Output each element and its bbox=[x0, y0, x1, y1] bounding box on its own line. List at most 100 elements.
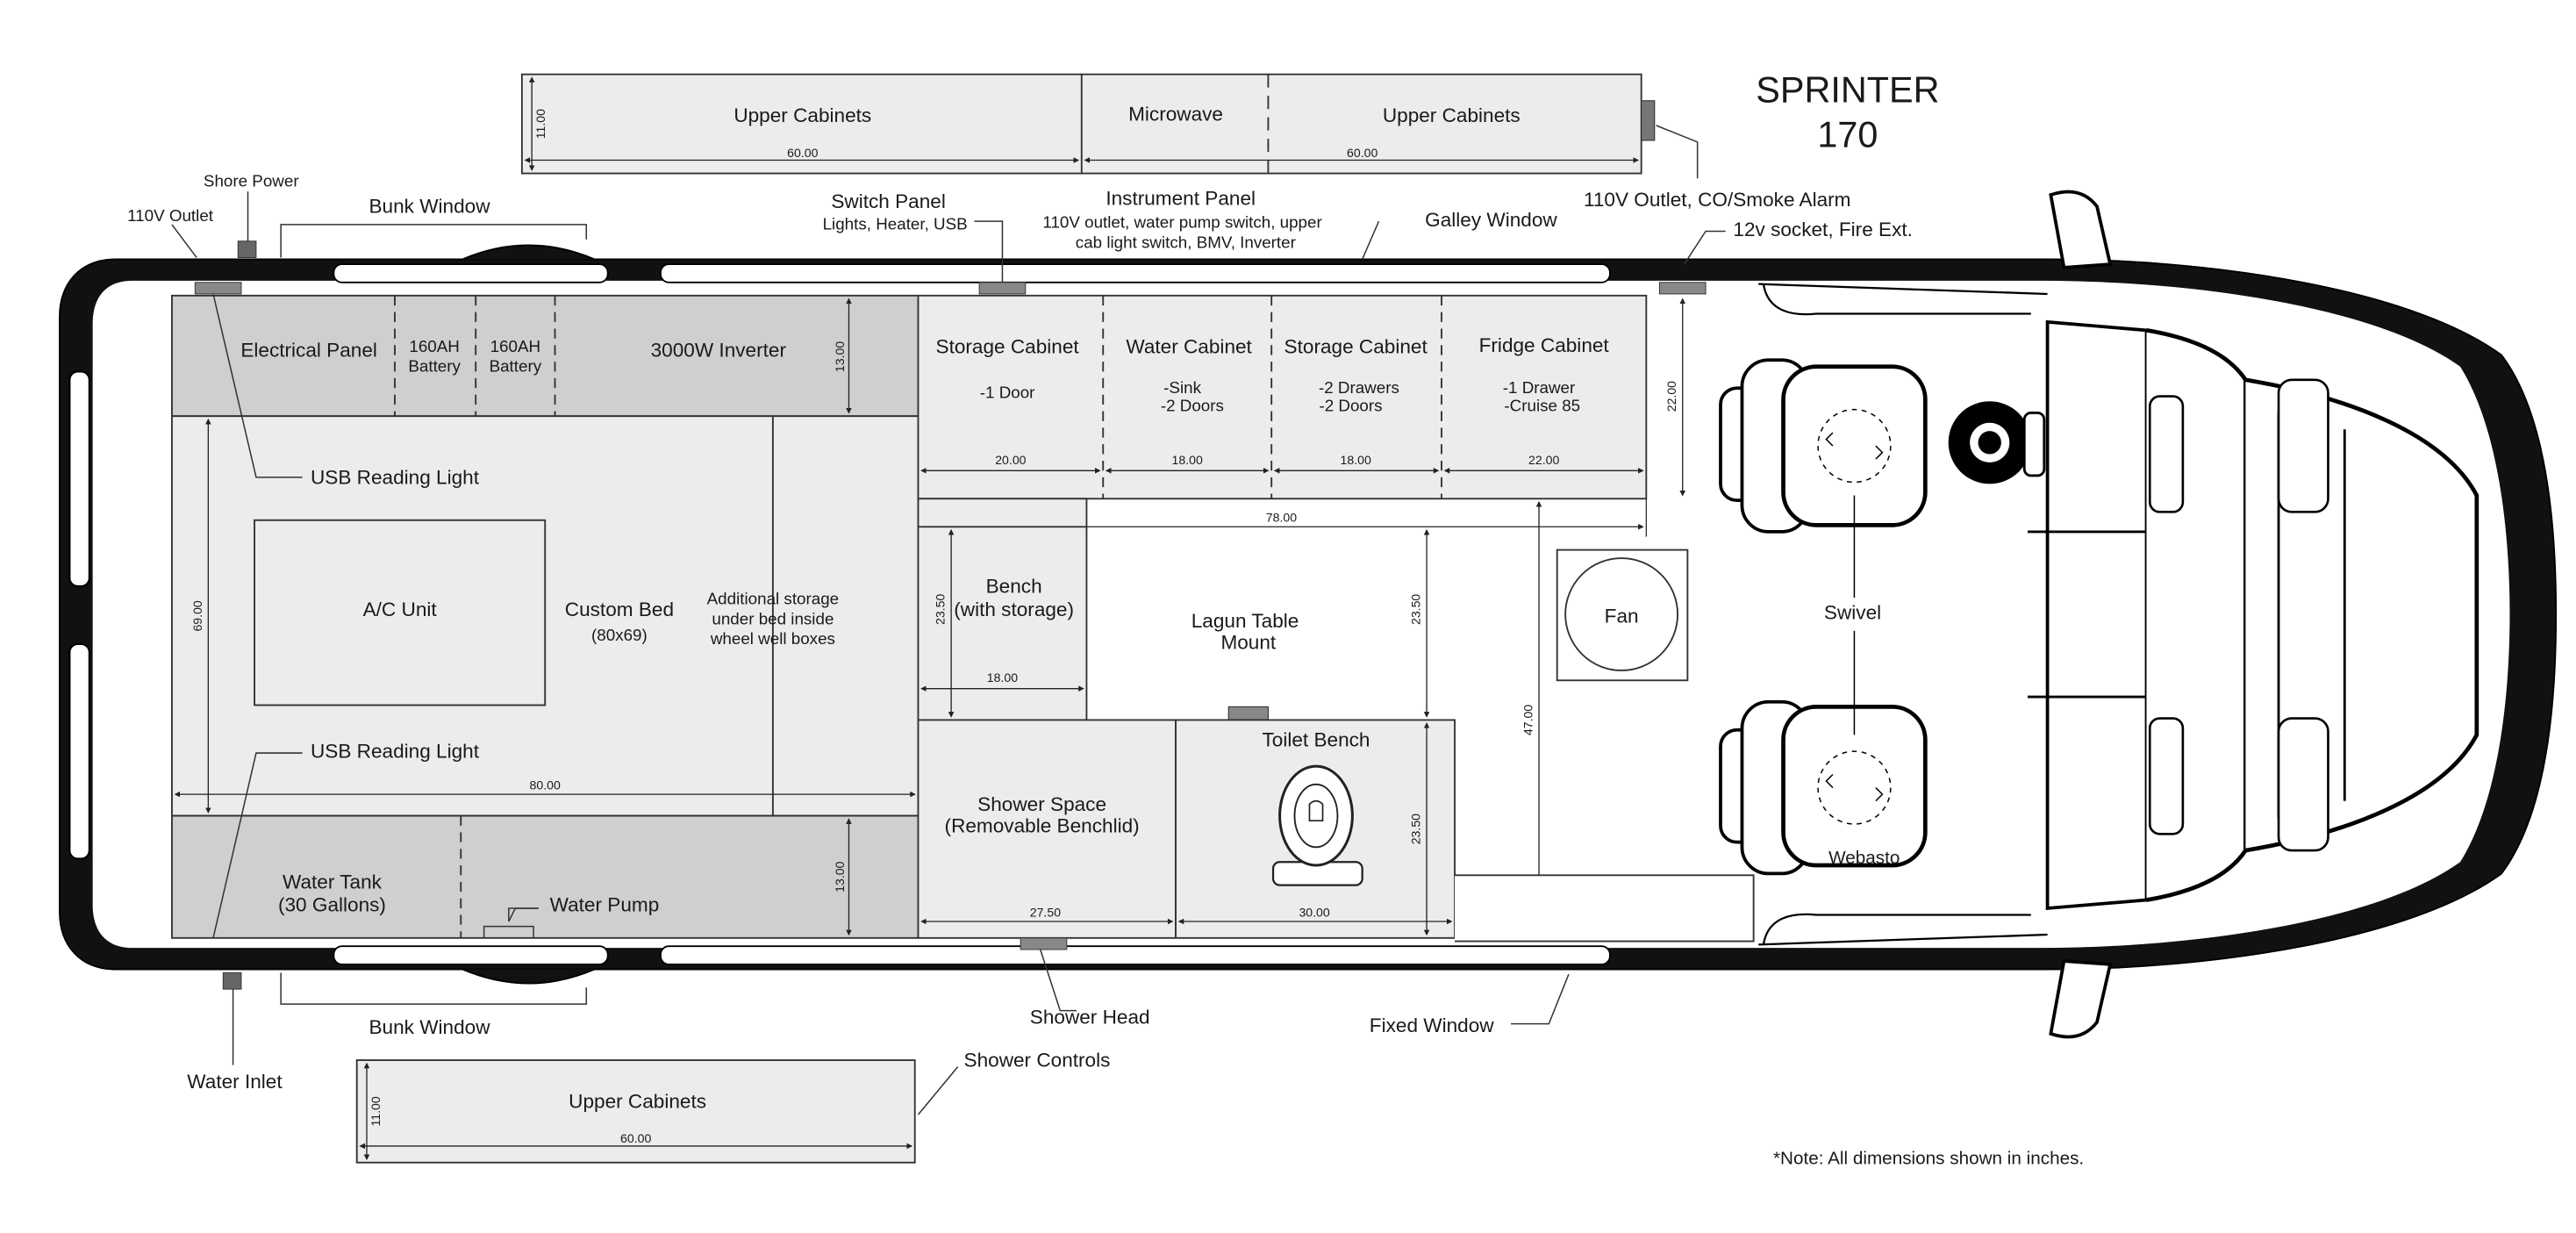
bunk-window-top-opening bbox=[333, 263, 609, 283]
dim-fridge-width: 22.00 bbox=[1528, 453, 1559, 467]
callout-leaders bbox=[171, 125, 1726, 1115]
storage-note-line3: wheel well boxes bbox=[710, 629, 835, 648]
side-window-bottom-opening bbox=[660, 945, 1611, 965]
dim-storage-1-width: 20.00 bbox=[995, 453, 1026, 467]
lagun-mount-line2: Mount bbox=[1220, 632, 1276, 654]
battery-1-line2: Battery bbox=[408, 356, 461, 375]
upper-cabinets-top: Upper Cabinets Microwave Upper Cabinets … bbox=[520, 73, 1656, 175]
dim-upper-top-left: 60.00 bbox=[787, 146, 818, 160]
battery-2-line2: Battery bbox=[490, 356, 542, 375]
socket-fire-ext-marker bbox=[1658, 282, 1707, 295]
galley-window-opening bbox=[660, 263, 1611, 283]
rear-section: Electrical Panel 160AH Battery 160AH Bat… bbox=[171, 294, 919, 939]
dim-tank-height: 13.00 bbox=[833, 861, 847, 892]
battery-1-line1: 160AH bbox=[409, 337, 459, 355]
dim-bench-width: 18.00 bbox=[987, 670, 1018, 685]
ac-unit bbox=[254, 519, 547, 706]
instrument-panel-sub1: 110V outlet, water pump switch, upper bbox=[1042, 213, 1321, 232]
galley-window-label: Galley Window bbox=[1425, 209, 1557, 231]
shower-controls-label: Shower Controls bbox=[964, 1050, 1111, 1072]
outlet-110v-label: 110V Outlet bbox=[127, 206, 214, 225]
living-area: Bench (with storage) 23.50 18.00 Lagun T… bbox=[917, 498, 1755, 943]
fixed-window-label: Fixed Window bbox=[1370, 1014, 1494, 1036]
water-cabinet-sub1: -Sink bbox=[1163, 378, 1201, 397]
dim-upper-bottom-height: 11.00 bbox=[369, 1096, 383, 1126]
shore-power-port bbox=[237, 240, 257, 259]
fan-label: Fan bbox=[1605, 605, 1639, 627]
upper-cabinets-bottom: Upper Cabinets 60.00 11.00 bbox=[355, 1059, 916, 1164]
dimension-note: *Note: All dimensions shown in inches. bbox=[1773, 1149, 2084, 1169]
instrument-panel-label: Instrument Panel bbox=[1106, 187, 1256, 209]
water-inlet-label: Water Inlet bbox=[187, 1071, 283, 1093]
door-step bbox=[1455, 874, 1755, 943]
custom-bed-size: (80x69) bbox=[591, 626, 648, 644]
dim-bed-depth: 69.00 bbox=[190, 600, 204, 631]
storage-cabinet-1-label: Storage Cabinet bbox=[936, 336, 1080, 358]
usb-light-bottom-label: USB Reading Light bbox=[311, 741, 480, 763]
rear-door-left bbox=[68, 370, 91, 588]
dim-upper-bottom-width: 60.00 bbox=[620, 1131, 651, 1145]
storage-note-line1: Additional storage bbox=[707, 590, 839, 608]
bench-sub: (with storage) bbox=[954, 599, 1074, 620]
fridge-cabinet-label: Fridge Cabinet bbox=[1479, 334, 1610, 356]
dim-shower-width: 27.50 bbox=[1030, 905, 1061, 919]
water-tank-label: Water Tank bbox=[283, 871, 383, 892]
driver-seat bbox=[1719, 358, 1928, 534]
switch-panel-label: Switch Panel bbox=[831, 190, 946, 212]
toilet-bench-label: Toilet Bench bbox=[1262, 729, 1370, 751]
shower-head-marker bbox=[1020, 937, 1068, 950]
storage-cabinet-1-sub: -1 Door bbox=[980, 383, 1035, 401]
instrument-panel-sub2: cab light switch, BMV, Inverter bbox=[1076, 233, 1296, 251]
dim-upper-top-right: 60.00 bbox=[1347, 146, 1377, 160]
microwave-label: Microwave bbox=[1128, 103, 1223, 125]
socket-fire-ext-label: 12v socket, Fire Ext. bbox=[1733, 219, 1913, 240]
fridge-cabinet-sub1: -1 Drawer bbox=[1503, 378, 1576, 397]
fridge-cabinet-sub2: -Cruise 85 bbox=[1504, 397, 1580, 415]
battery-2-line1: 160AH bbox=[490, 337, 540, 355]
upper-cabinets-bottom-label: Upper Cabinets bbox=[569, 1091, 706, 1113]
dim-bench-depth: 23.50 bbox=[934, 594, 948, 625]
galley-cabinets: Storage Cabinet -1 Door Water Cabinet -S… bbox=[917, 294, 1686, 537]
dim-toilet-depth: 23.50 bbox=[1409, 814, 1423, 844]
roof-fan: Fan bbox=[1556, 548, 1689, 682]
outlet-110v-marker bbox=[194, 282, 242, 295]
bench-label: Bench bbox=[986, 576, 1042, 598]
dim-electrical-height: 13.00 bbox=[833, 341, 847, 372]
storage-note-line2: under bed inside bbox=[712, 609, 834, 627]
upper-cabinets-top-right: Upper Cabinets bbox=[1383, 104, 1521, 126]
title-model: SPRINTER bbox=[1756, 70, 1939, 111]
water-cabinet-label: Water Cabinet bbox=[1126, 336, 1252, 358]
dim-aisle-depth: 23.50 bbox=[1409, 594, 1423, 625]
dim-upper-top-height: 11.00 bbox=[533, 109, 547, 139]
cabinet-bracket bbox=[1641, 100, 1656, 141]
shore-power-label: Shore Power bbox=[204, 172, 299, 190]
galley-cabinets-frame bbox=[917, 294, 1648, 500]
dim-bed-length: 80.00 bbox=[530, 778, 561, 792]
storage-cabinet-2-label: Storage Cabinet bbox=[1284, 336, 1428, 358]
water-pump-label: Water Pump bbox=[550, 894, 660, 916]
inverter-label: 3000W Inverter bbox=[651, 339, 787, 361]
title-block: SPRINTER 170 bbox=[1756, 70, 1939, 155]
outlet-co-alarm-label: 110V Outlet, CO/Smoke Alarm bbox=[1584, 189, 1851, 211]
dim-toilet-width: 30.00 bbox=[1299, 905, 1329, 919]
electrical-panel-label: Electrical Panel bbox=[240, 339, 377, 361]
bench-zone bbox=[917, 498, 1088, 721]
bunk-window-top-label: Bunk Window bbox=[369, 196, 490, 218]
steering-wheel bbox=[1948, 401, 2046, 484]
lagun-mount-line1: Lagun Table bbox=[1191, 610, 1299, 632]
passenger-seat bbox=[1719, 699, 1928, 876]
bunk-window-bottom-label: Bunk Window bbox=[369, 1016, 490, 1038]
usb-light-top-label: USB Reading Light bbox=[311, 466, 480, 488]
water-tank-size: (30 Gallons) bbox=[278, 894, 386, 916]
title-length: 170 bbox=[1817, 114, 1878, 154]
storage-cabinet-2-sub1: -2 Drawers bbox=[1319, 378, 1399, 397]
toilet-icon bbox=[1271, 764, 1363, 886]
water-inlet-port bbox=[222, 971, 242, 990]
dim-galley-total: 78.00 bbox=[1266, 511, 1297, 525]
water-cabinet-sub2: -2 Doors bbox=[1161, 397, 1224, 415]
shower-head-label: Shower Head bbox=[1030, 1007, 1150, 1029]
swivel-label: Swivel bbox=[1824, 602, 1881, 624]
ac-unit-label: A/C Unit bbox=[363, 599, 438, 620]
dim-aisle-total: 47.00 bbox=[1521, 705, 1535, 735]
